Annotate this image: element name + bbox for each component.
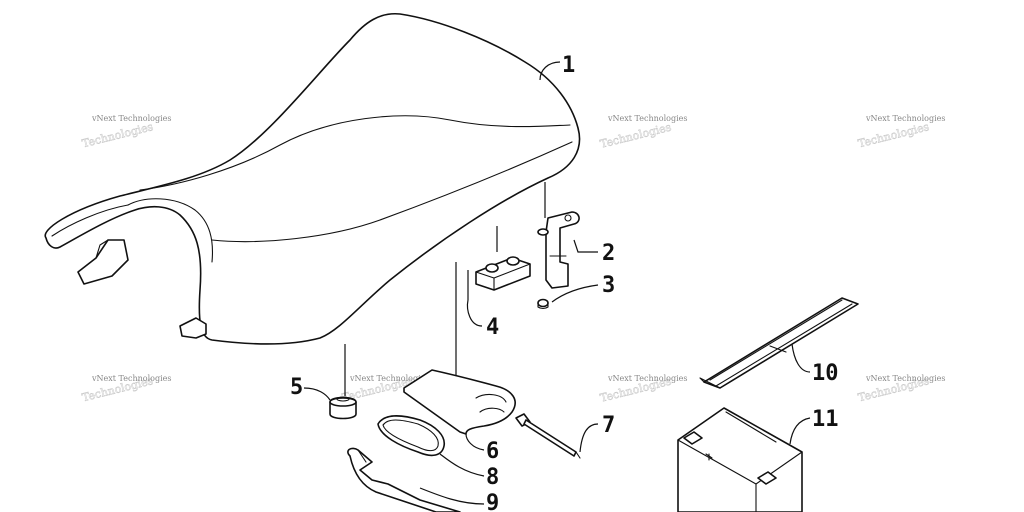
callout-4: 4 (486, 315, 499, 340)
callout-11: 11 (812, 407, 839, 432)
battery (677, 407, 803, 512)
svg-text:Technologies: Technologies (81, 120, 155, 150)
watermark: Technologies vNext Technologies (80, 374, 171, 405)
leader-line (439, 453, 485, 477)
pin (515, 413, 581, 459)
svg-text:vNext Technologies: vNext Technologies (91, 114, 171, 123)
leader-line (551, 284, 599, 303)
tool-tray (403, 369, 516, 435)
o-ring (377, 415, 445, 457)
leader-line (466, 270, 483, 327)
svg-text:Technologies: Technologies (857, 120, 931, 150)
leader-line (419, 487, 485, 505)
watermark: Technologies vNext Technologies (80, 114, 171, 151)
watermark: Technologies vNext Technologies (856, 374, 945, 405)
svg-text:vNext Technologies: vNext Technologies (607, 114, 687, 123)
svg-text:vNext Technologies: vNext Technologies (865, 114, 945, 123)
callout-5: 5 (290, 375, 303, 400)
watermark: Technologies vNext Technologies (599, 114, 688, 151)
nut (537, 298, 549, 310)
leader-line (465, 433, 485, 451)
callout-9: 9 (486, 491, 499, 512)
watermark: Technologies vNext Technologies (599, 374, 688, 405)
leader-line (539, 61, 561, 81)
svg-text:Technologies: Technologies (599, 121, 673, 151)
svg-text:vNext Technologies: vNext Technologies (865, 374, 945, 383)
svg-text:vNext Technologies: vNext Technologies (607, 374, 687, 383)
leader-line (579, 423, 599, 453)
callout-8: 8 (486, 465, 499, 490)
battery-strap (699, 297, 859, 389)
callout-10: 10 (812, 361, 839, 386)
seat (44, 13, 581, 345)
leader-line (791, 343, 811, 373)
latch-bracket (537, 211, 580, 289)
callout-1: 1 (562, 53, 575, 78)
watermark: Technologies vNext Technologies (856, 114, 945, 151)
leader-line (303, 387, 331, 401)
callout-2: 2 (602, 241, 615, 266)
spanner-wrench (347, 447, 461, 512)
callout-7: 7 (602, 413, 615, 438)
leader-line (789, 417, 811, 445)
svg-text:vNext Technologies: vNext Technologies (349, 374, 429, 383)
svg-text:vNext Technologies: vNext Technologies (91, 374, 171, 383)
callout-6: 6 (486, 439, 499, 464)
callout-3: 3 (602, 273, 615, 298)
leader-line (573, 239, 598, 253)
grommet (329, 396, 357, 420)
bumper-block (475, 256, 531, 291)
